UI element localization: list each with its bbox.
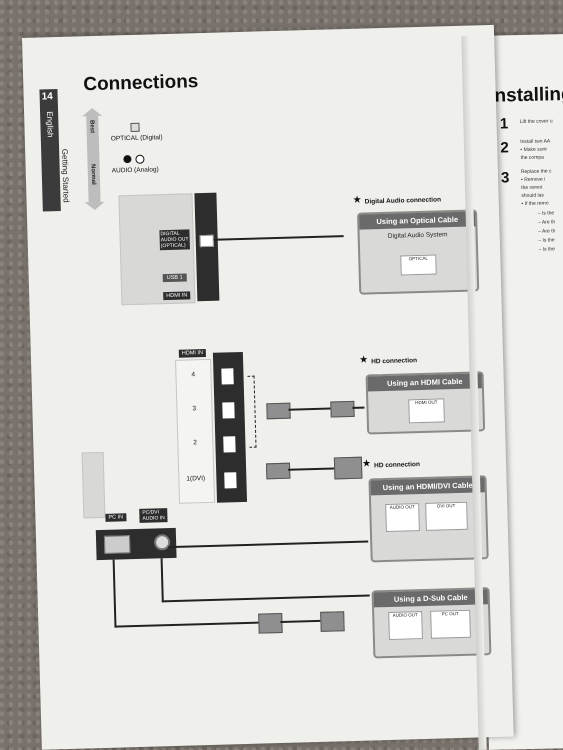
hdmi-plug: [266, 463, 290, 480]
step-line: Lift the cover u: [520, 118, 553, 125]
hdmi-dvi-card: Using an HDMI/DVI Cable AUDIO OUT DVI OU…: [368, 475, 488, 562]
hdmi-device-port: HDMI OUT: [408, 398, 445, 423]
hdmi-panel-header: HDMI IN: [179, 349, 206, 358]
optical-card: Using an Optical Cable Digital Audio Sys…: [357, 209, 479, 294]
hdmi-plug: [330, 401, 354, 418]
dash-item: – Is the: [538, 246, 555, 252]
hdmi-cable: [288, 408, 330, 411]
step-line: Install two AA: [520, 138, 550, 145]
hdmi-in-label: HDMI IN: [163, 291, 190, 300]
step-line: the compa: [521, 155, 544, 161]
star-icon: ★: [362, 458, 371, 469]
pc-dvi-audio-in-label: PC/DVI AUDIO IN: [139, 508, 168, 523]
hdmi-port: [222, 402, 234, 418]
audio-cable: [162, 595, 370, 603]
card-title: Using a D-Sub Cable: [374, 589, 488, 607]
dsub-cable: [280, 620, 320, 623]
dsub-plug: [320, 611, 345, 632]
page-number: 14: [42, 91, 53, 102]
port-label: PC OUT: [442, 611, 459, 616]
side-tab: [39, 89, 60, 211]
dsub-card: Using a D-Sub Cable AUDIO OUT PC OUT: [372, 587, 492, 658]
step-line: ▪ If the remo: [521, 200, 548, 207]
device-label: Digital Audio System: [359, 226, 475, 240]
port-label: OPTICAL: [409, 256, 428, 262]
card-title: Using an HDMI/DVI Cable: [370, 477, 484, 495]
port-label: HDMI OUT: [415, 400, 437, 406]
audio-jack-icon: [123, 155, 131, 163]
pc-in-label: PC IN: [105, 513, 126, 522]
step-number: 1: [500, 115, 509, 132]
language-tab: English: [45, 111, 55, 137]
audio-cable-vertical: [161, 558, 164, 602]
optical-port: [200, 235, 214, 247]
mode-normal: Normal: [90, 164, 97, 185]
section-tab: Getting Started: [60, 149, 70, 203]
left-page: 14 English Getting Started Connections B…: [22, 25, 514, 750]
hdmi-port: [223, 436, 235, 452]
digital-audio-out-label: DIGITAL AUDIO OUT (OPTICAL): [159, 229, 189, 250]
right-page-title: Installing: [489, 84, 563, 108]
tv-side-panel: [82, 452, 106, 519]
hdmi-port: [224, 472, 236, 488]
audio-cable: [168, 541, 368, 549]
card-title: Using an HDMI Cable: [368, 373, 482, 391]
hdmi-cable: [352, 407, 364, 409]
hdmi-port-number: 4: [191, 371, 195, 378]
step-number: 3: [501, 169, 510, 186]
connection-heading: HD connection: [371, 357, 417, 365]
mode-best: Best: [88, 120, 94, 133]
step-line: should las: [521, 193, 544, 199]
step-number: 2: [500, 139, 509, 156]
optical-device-port: OPTICAL: [400, 255, 437, 276]
dashed-arrow: [248, 376, 257, 448]
optical-cable: [214, 235, 344, 241]
port-label: DVI OUT: [437, 503, 455, 509]
page-title: Connections: [83, 71, 199, 96]
audio-out-port: AUDIO OUT: [385, 503, 420, 532]
hdmi-port-number: 2: [193, 439, 197, 446]
connection-heading: Digital Audio connection: [365, 196, 441, 205]
hdmi-port: [221, 368, 233, 384]
vga-port: [104, 535, 130, 554]
optical-port-icon: [130, 123, 139, 132]
usb-label: USB 1: [163, 273, 187, 282]
star-icon: ★: [353, 195, 362, 206]
optical-label: OPTICAL (Digital): [111, 134, 163, 142]
audio-out-port: AUDIO OUT: [388, 611, 423, 640]
hdmi-port-number: 1(DVI): [186, 475, 205, 483]
audio-jack-icon: [135, 155, 144, 164]
dash-item: – Are th: [538, 219, 555, 225]
dash-item: – Is the: [538, 237, 555, 243]
step-line: the remot: [521, 185, 542, 191]
step-line: Replace the c: [521, 168, 552, 175]
dash-item: – Are th: [538, 228, 555, 234]
hdmi-dvi-cable: [288, 467, 334, 470]
audio-label: AUDIO (Analog): [112, 166, 159, 174]
hdmi-card: Using an HDMI Cable HDMI OUT: [366, 371, 486, 434]
hdmi-plug: [266, 403, 290, 420]
connection-heading: HD connection: [374, 461, 420, 469]
port-label: AUDIO OUT: [390, 504, 415, 510]
hdmi-port-number: 3: [192, 405, 196, 412]
step-line: ▪ Make sure: [520, 146, 547, 153]
dsub-plug: [258, 613, 283, 634]
dash-item: – Is the: [538, 210, 555, 216]
step-line: ▪ Remove i: [521, 177, 545, 184]
pc-out-port: PC OUT: [430, 610, 471, 639]
dvi-plug: [334, 457, 363, 480]
dvi-out-port: DVI OUT: [425, 502, 468, 531]
port-label: AUDIO OUT: [393, 612, 418, 618]
vga-cable: [114, 621, 274, 627]
quality-arrow: Best Normal: [86, 116, 100, 202]
vga-cable-vertical: [113, 560, 117, 628]
star-icon: ★: [359, 354, 368, 365]
